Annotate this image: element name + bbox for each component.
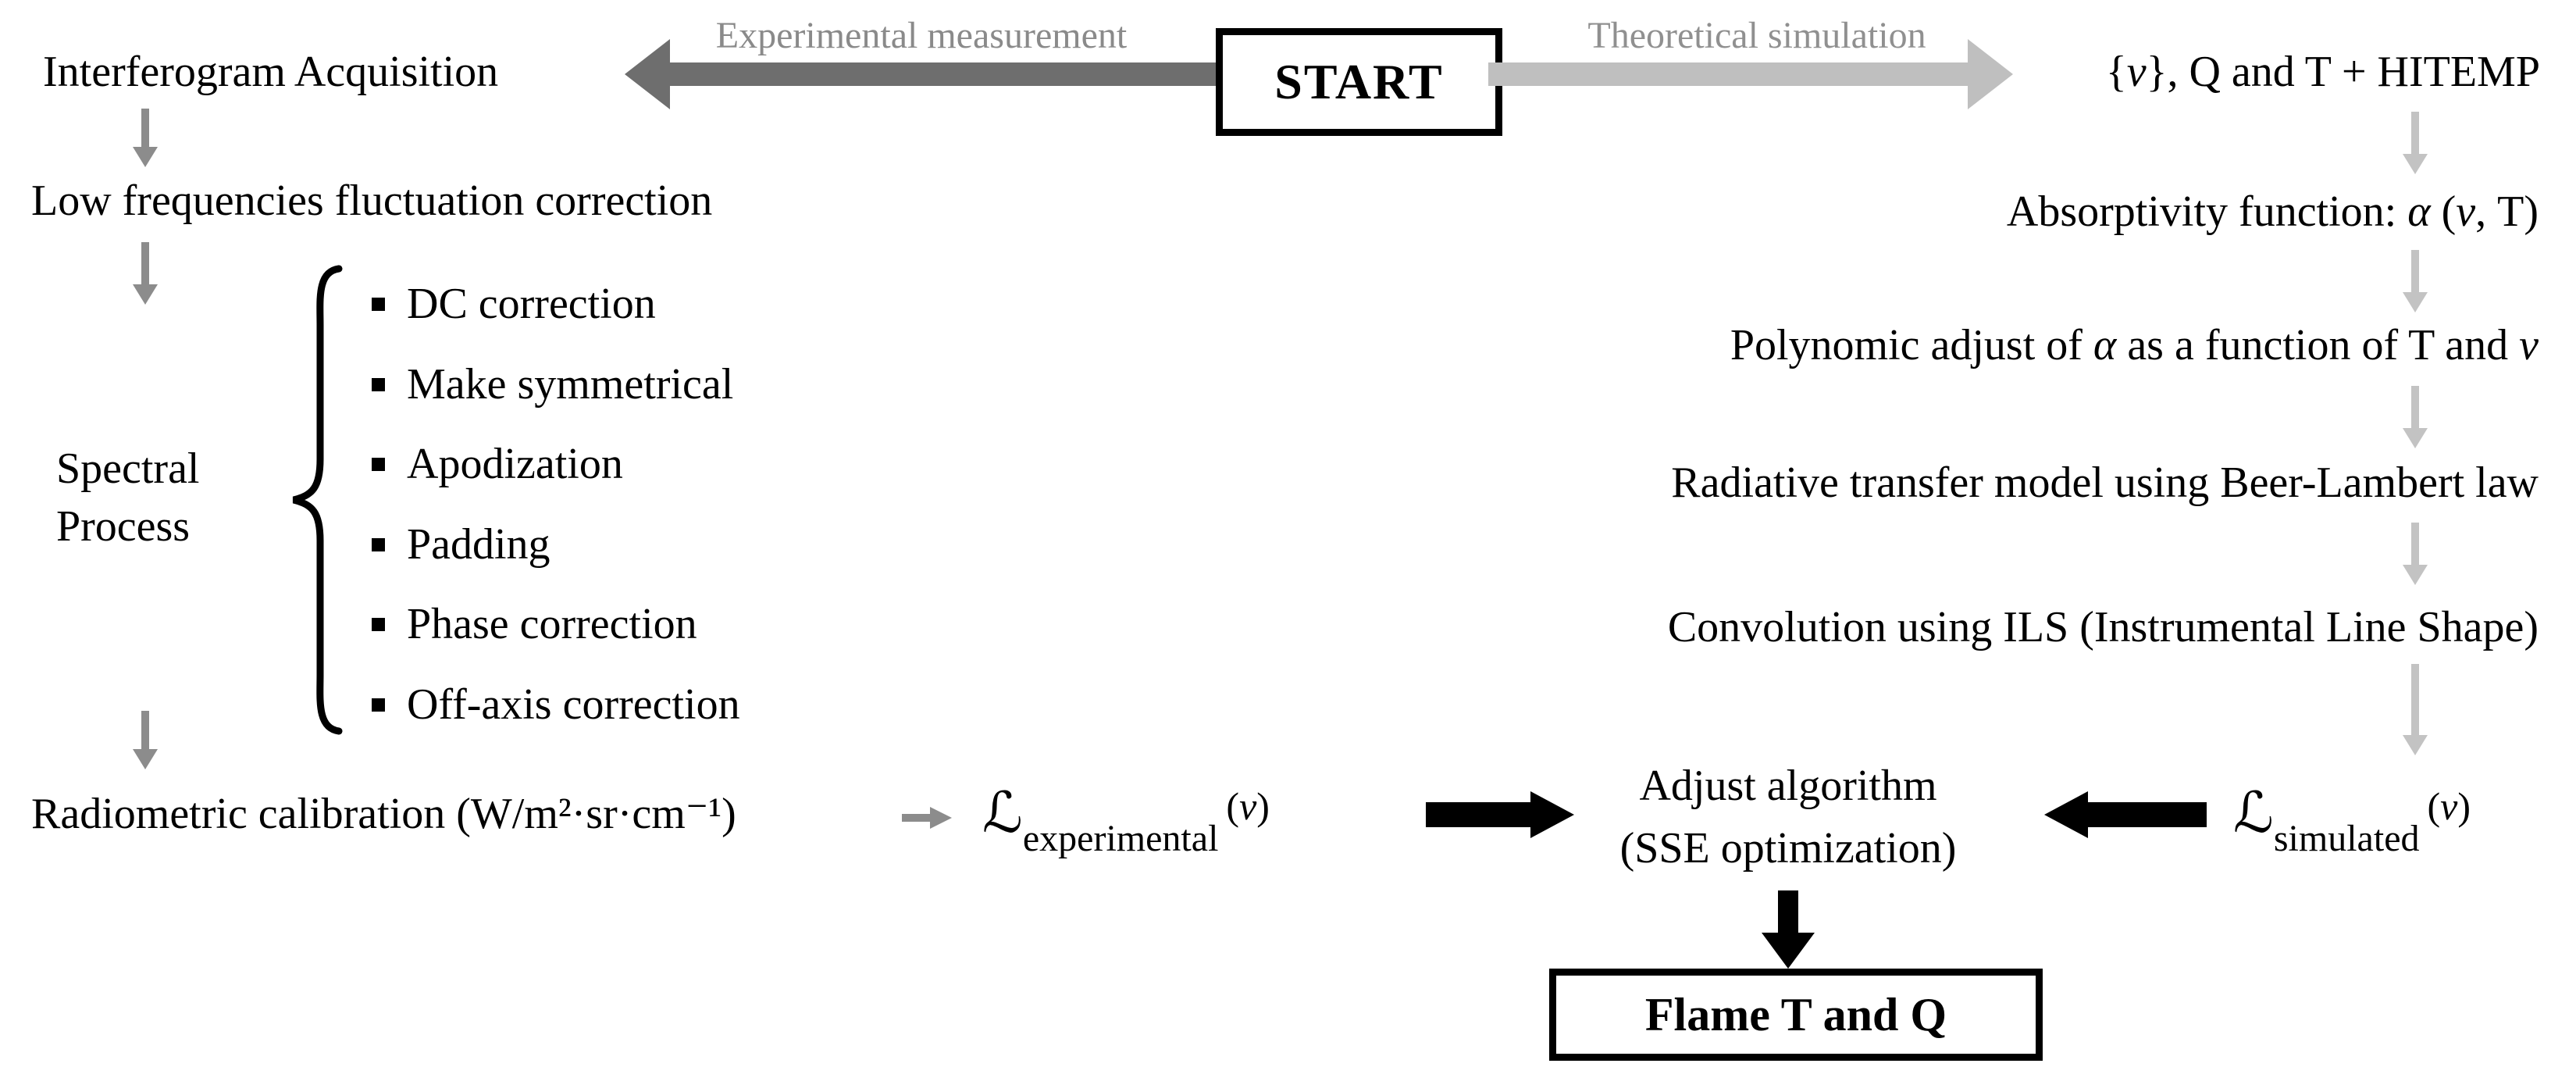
step-polynomic-adjust: Polynomic adjust of α as a function of T… (1730, 321, 2539, 369)
down-arrow-icon (132, 242, 159, 305)
list-item: Phase correction (372, 597, 697, 651)
experimental-to-adjust-arrowhead-icon (1530, 791, 1574, 838)
start-box: START (1216, 28, 1502, 136)
bullet-square-icon (372, 617, 385, 631)
simulated-to-adjust-arrow-body (2088, 802, 2207, 827)
down-arrow-icon (2402, 250, 2428, 312)
step-radiative-transfer-model: Radiative transfer model using Beer-Lamb… (1671, 459, 2539, 507)
list-item: DC correction (372, 277, 656, 331)
theoretical-branch-label: Theoretical simulation (1587, 15, 1926, 56)
down-arrow-icon (132, 109, 159, 167)
bullet-square-icon (372, 377, 385, 391)
theoretical-branch-arrowhead-right-icon (1968, 39, 2013, 109)
simulated-to-adjust-arrowhead-icon (2044, 791, 2088, 838)
down-arrow-icon (2402, 664, 2428, 755)
experimental-branch-arrowhead-left-icon (625, 39, 670, 109)
down-arrow-icon (2402, 523, 2428, 585)
simulated-radiance-term: ℒsimulated(ν) (2233, 780, 2471, 859)
down-arrow-icon (2402, 112, 2428, 174)
bullet-square-icon (372, 457, 385, 471)
theoretical-branch-arrow-body (1488, 62, 1968, 86)
experimental-to-adjust-arrow-body (1426, 802, 1530, 827)
step-absorptivity-function: Absorptivity function: α (ν, T) (2006, 187, 2539, 236)
adjust-to-result-arrow-icon (1762, 890, 1815, 969)
experimental-branch-arrow-body (668, 62, 1216, 86)
down-arrow-icon (2402, 386, 2428, 448)
step-low-frequencies-correction: Low frequencies fluctuation correction (31, 177, 713, 225)
step-radiometric-calibration: Radiometric calibration (W/m²·sr·cm⁻¹) (31, 790, 736, 838)
bullet-square-icon (372, 537, 385, 551)
right-arrowhead-icon (930, 807, 952, 829)
list-item: Apodization (372, 437, 623, 491)
result-label: Flame T and Q (1644, 988, 1947, 1040)
result-box: Flame T and Q (1549, 969, 2043, 1061)
list-item: Make symmetrical (372, 357, 733, 412)
step-inputs-hitemp: {ν}, Q and T + HITEMP (2105, 48, 2540, 96)
list-item: Padding (372, 517, 550, 572)
right-arrow-body-icon (902, 814, 932, 822)
spectral-process-label: Spectral Process (56, 444, 200, 551)
bullet-square-icon (372, 698, 385, 712)
experimental-branch-label: Experimental measurement (715, 15, 1128, 56)
list-item: Off-axis correction (372, 677, 740, 732)
spectral-process-brace (292, 265, 343, 735)
adjust-algorithm-block: Adjust algorithm (SSE optimization) (1619, 762, 1957, 873)
step-interferogram-acquisition: Interferogram Acquisition (43, 48, 499, 96)
step-convolution-ils: Convolution using ILS (Instrumental Line… (1667, 603, 2539, 651)
down-arrow-icon (132, 711, 159, 769)
experimental-radiance-term: ℒexperimental(ν) (982, 780, 1270, 859)
bullet-square-icon (372, 297, 385, 311)
start-label: START (1274, 54, 1444, 109)
